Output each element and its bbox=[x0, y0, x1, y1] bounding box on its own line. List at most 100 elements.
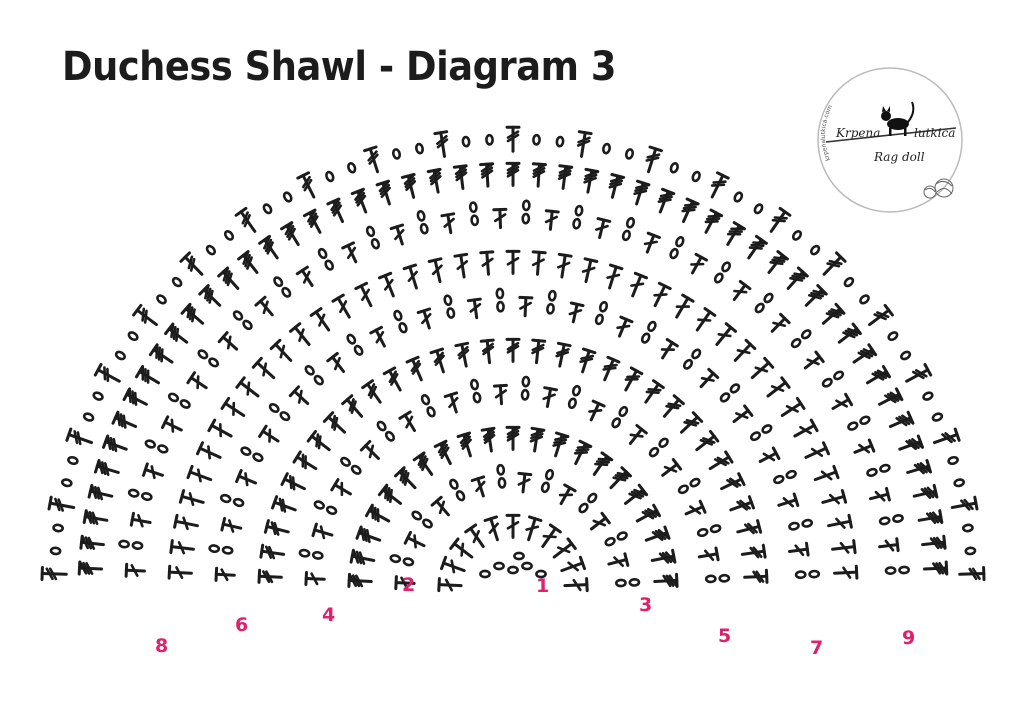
stitch-cross-bar bbox=[613, 556, 625, 568]
chain-stitch bbox=[497, 477, 507, 489]
stitch-top-bar bbox=[648, 145, 663, 153]
stitch-cross-bar bbox=[661, 551, 673, 564]
chain-stitch bbox=[340, 456, 351, 467]
stitch-top-bar bbox=[763, 356, 775, 369]
stitch-cross-bar bbox=[629, 433, 644, 438]
stitch-top-bar bbox=[280, 472, 289, 486]
stitch-cross-bar bbox=[960, 499, 971, 511]
stitch-cross-bar bbox=[106, 435, 112, 451]
stitch-top-bar bbox=[563, 483, 577, 493]
chain-stitch bbox=[479, 569, 491, 579]
stitch-top-bar bbox=[142, 462, 149, 477]
chain-stitch bbox=[232, 497, 245, 508]
stitch-cross-bar bbox=[913, 463, 925, 475]
stitch-cross-bar bbox=[743, 523, 755, 535]
stitch-cross-bar bbox=[367, 383, 376, 397]
stitch-cross-bar bbox=[825, 312, 840, 319]
stitch-cross-bar bbox=[459, 432, 471, 445]
stitch-cross-bar bbox=[884, 394, 897, 404]
stitch-cross-bar bbox=[461, 438, 472, 450]
stitch-cross-bar bbox=[244, 253, 251, 268]
chain-stitch bbox=[313, 500, 325, 510]
stitch-cross-bar bbox=[401, 469, 408, 484]
chain-stitch bbox=[648, 446, 660, 458]
stitch-top-bar bbox=[623, 552, 630, 567]
stitch-cross-bar bbox=[286, 225, 295, 238]
stitch-cross-bar bbox=[417, 452, 425, 467]
stitch-top-bar bbox=[591, 399, 606, 408]
stitch-top-bar bbox=[378, 271, 393, 280]
stitch-top-bar bbox=[822, 441, 830, 456]
stitch-cross-bar bbox=[224, 270, 231, 284]
stitch-cross-bar bbox=[262, 300, 269, 315]
chain-stitch bbox=[420, 394, 431, 406]
stitch-cross-bar bbox=[647, 387, 662, 392]
stitch-top-bar bbox=[437, 577, 441, 593]
stitch-cross-bar bbox=[568, 308, 583, 316]
stitch-top-bar bbox=[652, 379, 665, 390]
stitch-top-bar bbox=[402, 263, 417, 271]
stitch-cross-bar bbox=[481, 257, 494, 267]
stitch-cross-bar bbox=[552, 441, 567, 447]
stitch-cross-bar bbox=[350, 400, 357, 415]
stitch-cross-bar bbox=[157, 346, 161, 361]
stitch-top-bar bbox=[518, 295, 534, 300]
stitch-cross-bar bbox=[944, 432, 956, 443]
stitch-cross-bar bbox=[454, 165, 467, 176]
chain-stitch bbox=[540, 481, 550, 494]
stitch-top-bar bbox=[923, 363, 933, 377]
stitch-top-bar bbox=[585, 577, 589, 593]
stitch-cross-bar bbox=[97, 486, 104, 501]
stitch-cross-bar bbox=[262, 236, 271, 250]
chain-stitch bbox=[749, 431, 762, 442]
stitch-cross-bar bbox=[354, 574, 364, 588]
stitch-cross-bar bbox=[530, 432, 544, 440]
stitch-cross-bar bbox=[630, 490, 645, 498]
chain-stitch bbox=[719, 392, 731, 403]
stitch-top-bar bbox=[548, 523, 562, 534]
chain-stitch bbox=[520, 388, 530, 401]
stitch-cross-bar bbox=[411, 362, 422, 375]
stitch-top-bar bbox=[780, 376, 791, 389]
stitch-cross-bar bbox=[682, 205, 697, 210]
stitch-cross-bar bbox=[155, 344, 159, 360]
stitch-cross-bar bbox=[558, 169, 572, 177]
stitch-cross-bar bbox=[506, 162, 520, 172]
chain-stitch bbox=[947, 455, 959, 466]
stitch-top-bar bbox=[389, 223, 405, 231]
stitch-top-bar bbox=[363, 145, 378, 153]
stitch-cross-bar bbox=[793, 272, 808, 278]
stitch-cross-bar bbox=[348, 397, 355, 412]
stitch-top-bar bbox=[235, 469, 243, 484]
stitch-top-bar bbox=[234, 206, 248, 217]
chain-stitch bbox=[219, 493, 232, 504]
stitch-top-bar bbox=[169, 539, 174, 555]
chain-stitch bbox=[884, 566, 897, 576]
stitch-cross-bar bbox=[531, 346, 545, 355]
stitch-cross-bar bbox=[481, 169, 494, 179]
stitch-cross-bar bbox=[683, 420, 698, 427]
stitch-cross-bar bbox=[91, 511, 99, 526]
row-label-6: 6 bbox=[235, 614, 248, 636]
row-label-9: 9 bbox=[902, 627, 915, 649]
stitch-cross-bar bbox=[658, 552, 670, 564]
stitch-cross-bar bbox=[820, 470, 833, 481]
stitch-cross-bar bbox=[506, 169, 520, 178]
stitch-cross-bar bbox=[554, 435, 569, 442]
stitch-cross-bar bbox=[378, 180, 390, 193]
stitch-cross-bar bbox=[746, 522, 758, 534]
stitch-cross-bar bbox=[889, 391, 903, 401]
stitch-cross-bar bbox=[762, 452, 776, 462]
stitch-top-bar bbox=[289, 322, 302, 333]
stitch-top-bar bbox=[724, 322, 737, 333]
page-title: Duchess Shawl - Diagram 3 bbox=[62, 44, 616, 90]
stitch-cross-bar bbox=[583, 176, 597, 184]
stitch-cross-bar bbox=[494, 389, 508, 399]
stitch-top-bar bbox=[427, 257, 443, 263]
chain-stitch bbox=[621, 229, 631, 242]
stitch-top-bar bbox=[832, 464, 840, 480]
chain-stitch bbox=[384, 430, 396, 442]
chain-stitch bbox=[325, 505, 338, 515]
chain-stitch bbox=[647, 320, 657, 333]
chain-stitch bbox=[790, 337, 802, 349]
